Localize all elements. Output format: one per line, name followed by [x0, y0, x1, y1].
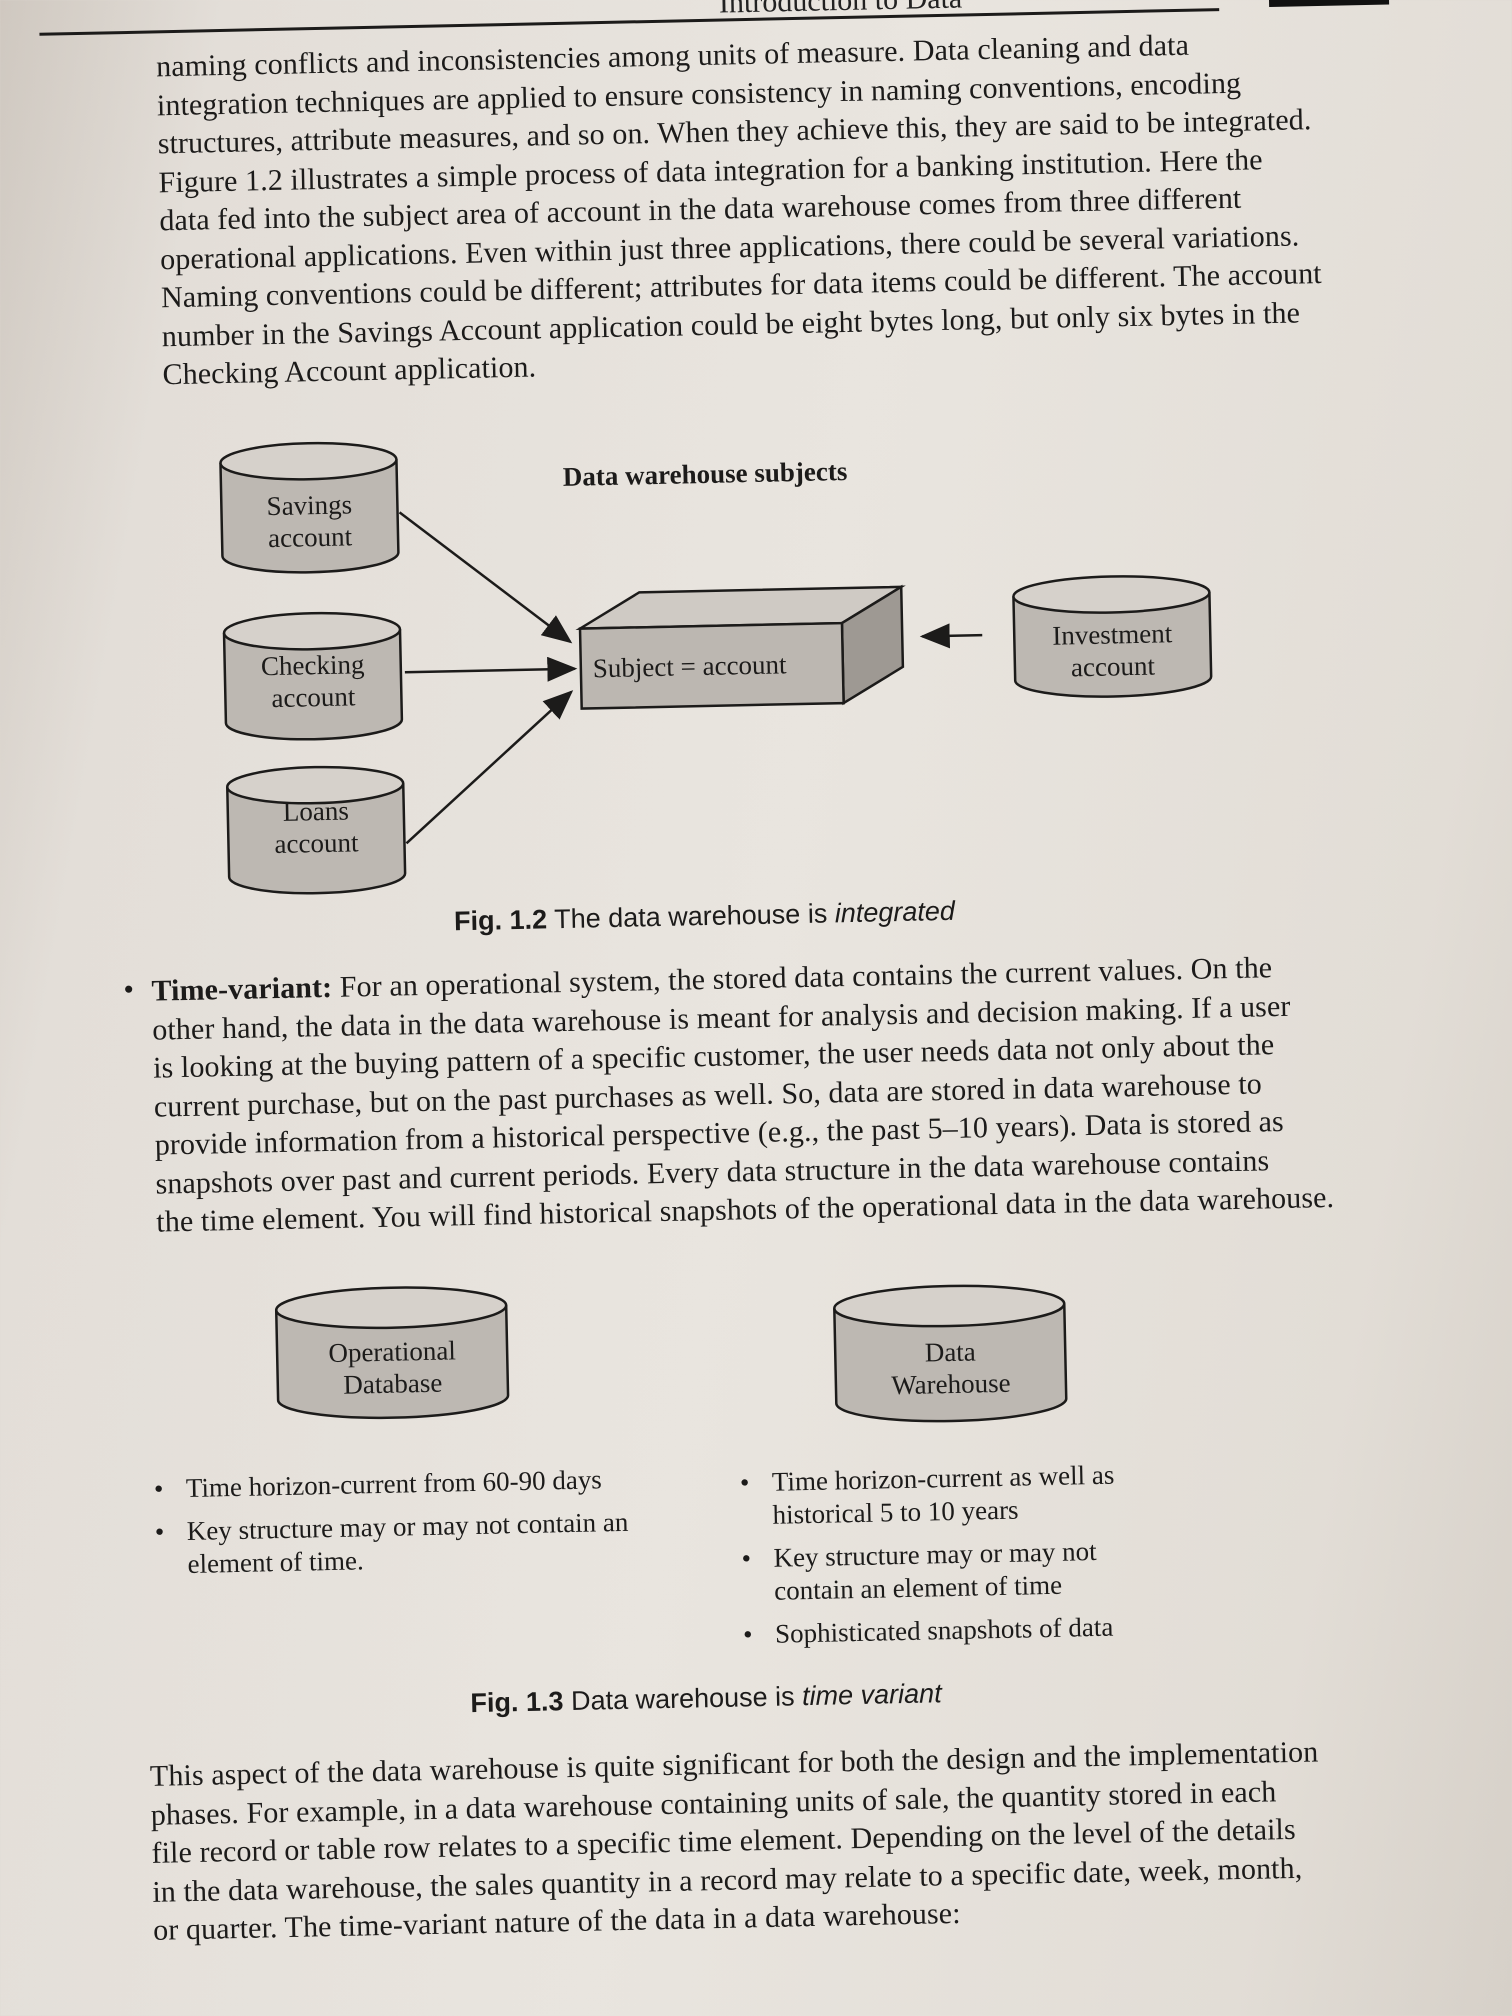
checking-arrow — [404, 656, 578, 682]
figure-1-2-diagram — [219, 441, 1213, 895]
data-warehouse-label: Data Warehouse — [835, 1334, 1066, 1403]
figure-1-3-diagram — [274, 1284, 1068, 1423]
investment-arrow — [919, 623, 983, 649]
operational-bullet: Key structure may or may not contain an … — [151, 1505, 672, 1582]
loans-arrow — [405, 690, 574, 845]
checking-cylinder — [222, 611, 404, 741]
warehouse-bullet-list: Time horizon-current as well as historic… — [736, 1458, 1160, 1662]
operational-db-label-line2: Database — [343, 1367, 443, 1400]
savings-arrow — [398, 511, 573, 644]
operational-db-cylinder — [274, 1286, 510, 1420]
investment-cylinder — [1012, 575, 1213, 698]
figure-1-3: Operational Database Data Warehouse Time… — [0, 0, 1512, 1756]
operational-db-label: Operational Database — [277, 1333, 508, 1402]
data-warehouse-cylinder — [833, 1284, 1068, 1423]
subject-box — [575, 584, 906, 710]
savings-cylinder — [219, 441, 400, 574]
figure-1-3-number: Fig. 1.3 — [470, 1686, 564, 1719]
operational-db-label-line1: Operational — [328, 1335, 457, 1369]
final-paragraph: This aspect of the data warehouse is qui… — [150, 1731, 1458, 1951]
figure-1-3-caption-text: Data warehouse is — [570, 1681, 795, 1717]
figure-1-2: Data warehouse subjects Savings account … — [0, 0, 1510, 956]
warehouse-bullet: Key structure may or may not contain an … — [737, 1534, 1158, 1609]
data-warehouse-label-line1: Data — [924, 1336, 977, 1368]
data-warehouse-label-line2: Warehouse — [890, 1367, 1011, 1401]
warehouse-bullet: Sophisticated snapshots of data — [739, 1610, 1160, 1652]
warehouse-bullet: Time horizon-current as well as historic… — [736, 1458, 1157, 1533]
loans-cylinder — [226, 765, 407, 895]
figure-1-3-caption-emph: time variant — [801, 1678, 942, 1712]
operational-bullet-list: Time horizon-current from 60-90 days Key… — [150, 1462, 672, 1592]
